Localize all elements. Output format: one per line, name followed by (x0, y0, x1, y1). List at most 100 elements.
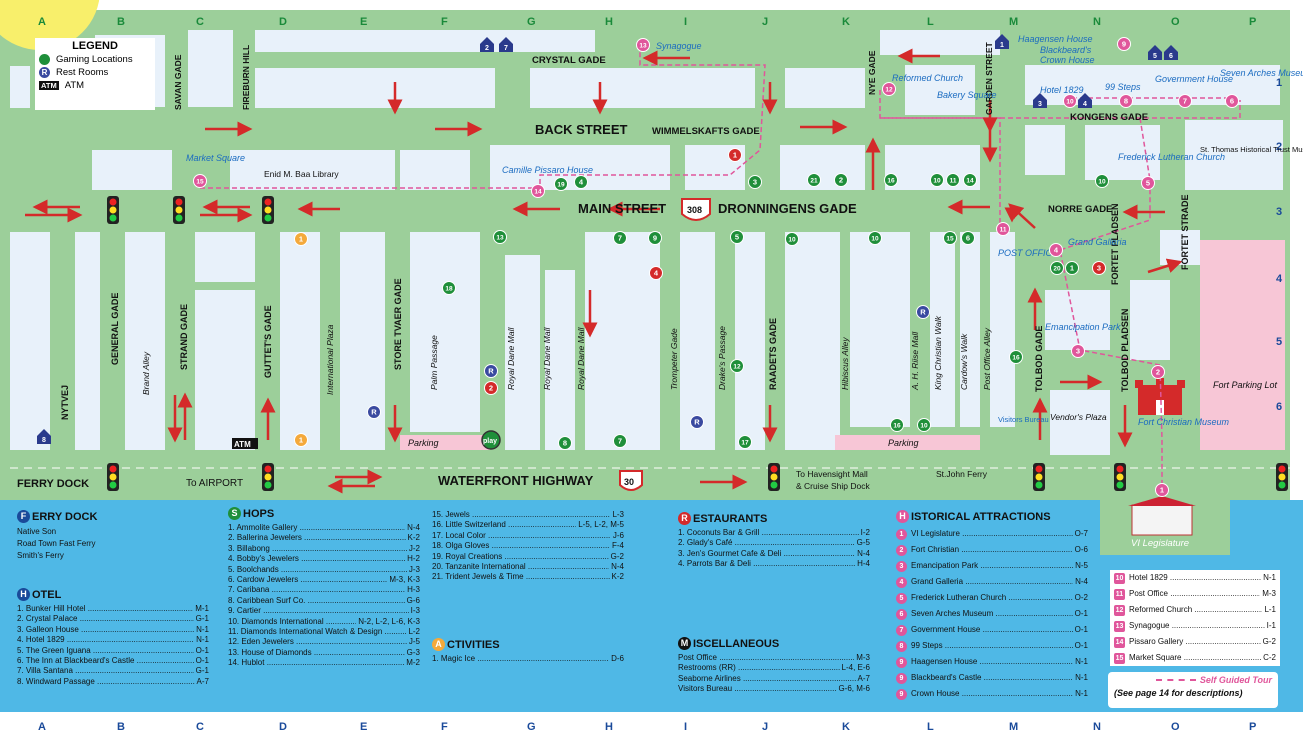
index-row: 6. Cardow JewelersM-3, K-3 (228, 575, 420, 586)
historical-row: 13SynagogueI-1 (1110, 618, 1280, 634)
brand-alley-label: Brand Alley (141, 351, 151, 395)
index-entry-grid: A-7 (855, 673, 870, 685)
shop-marker: 14 (963, 173, 977, 187)
tour-stop-marker: 4 (1049, 243, 1063, 257)
st-thomas-trust-label: St. Thomas Historical Trust Museum (1200, 145, 1303, 154)
svg-text:30: 30 (624, 477, 634, 487)
grid-column-C: C (196, 16, 204, 28)
grid-column-bottom-M: M (1009, 721, 1018, 733)
marker-number: 4 (654, 269, 659, 278)
landmark-labels: Market Square Camille Pissaro House Syna… (186, 34, 1303, 549)
activity-marker: 1 (294, 433, 308, 447)
grid-column-bottom-H: H (605, 721, 613, 733)
general-gade-label: GENERAL GADE (110, 293, 120, 365)
index-entry-grid: J-2 (406, 543, 420, 555)
post-office-label: POST OFFICE (998, 248, 1059, 258)
shop-marker: 1 (1065, 261, 1079, 275)
pissarro-house-label: Camille Pissaro House (502, 165, 593, 175)
index-entry-name: 10. Diamonds International (228, 617, 356, 627)
tour-stop-marker: 9 (1117, 37, 1131, 51)
index-entry-name: 3. Galleon House (17, 625, 194, 635)
index-row: 8. Caribbean Surf Co.G-6 (228, 595, 420, 607)
index-row: 6. The Inn at Blackbeard's CastleO-1 (17, 656, 209, 667)
index-row: 11. Diamonds International Watch & Desig… (228, 627, 420, 638)
marker-number: 5 (735, 233, 739, 242)
restaurant-marker: 1 (728, 148, 742, 162)
shop-marker: 17 (738, 435, 752, 449)
hotel-marker: 4 (1078, 93, 1092, 108)
99-steps-label: 99 Steps (1105, 82, 1141, 92)
emancipation-park-label: Emancipation Park (1045, 322, 1121, 332)
hotel-number: 1 (1000, 42, 1004, 49)
restaurant-marker: 3 (1092, 261, 1106, 275)
legend-title: LEGEND (72, 40, 118, 52)
index-entry-name: 3. Jen's Gourmet Cafe & Deli (678, 549, 855, 559)
tour-stop-pin: 7 (896, 625, 907, 636)
index-entry-name: Restrooms (RR) (678, 663, 840, 673)
index-row: 18. Olga GlovesF-4 (432, 541, 624, 552)
index-row: 1. Magic IceD-6 (432, 654, 624, 665)
tolbod-gade-label: TOLBOD GADE (1034, 326, 1044, 392)
grid-column-bottom-P: P (1249, 721, 1256, 733)
hotel-marker: 3 (1033, 93, 1047, 108)
index-row: 7. CaribanaH-3 (228, 585, 420, 596)
marker-number: 1 (1070, 264, 1074, 273)
marker-number: 2 (1156, 368, 1160, 377)
grid-row-6: 6 (1276, 401, 1282, 413)
index-row: 20. Tanzanite InternationalN-4 (432, 562, 624, 573)
index-entry-name: 18. Olga Gloves (432, 541, 610, 551)
index-entry-name: 8. Caribbean Surf Co. (228, 596, 405, 606)
index-entry-name: 1. Bunker Hill Hotel (17, 604, 193, 614)
marker-number: 12 (733, 364, 741, 371)
restaurant-marker: 4 (649, 266, 663, 280)
tour-stop-marker: 1 (1155, 483, 1169, 497)
marker-number: 10 (1066, 99, 1074, 106)
ferry-item: Road Town Fast Ferry (17, 539, 96, 548)
grid-column-bottom-E: E (360, 721, 367, 733)
grid-column-F: F (441, 16, 448, 28)
index-row: 2. Ballerina JewelersK-2 (228, 533, 420, 544)
parking-areas (400, 240, 1285, 450)
index-row: 2. Glady's CaféG-5 (678, 538, 870, 549)
hotel-number: 4 (1083, 101, 1087, 108)
index-entry-name: 8. Windward Passage (17, 677, 195, 687)
shop-marker: 3 (748, 175, 762, 189)
index-entry-name: Seaborne Airlines (678, 674, 856, 684)
shop-marker: 10 (917, 418, 931, 432)
frederick-church-label: Frederick Lutheran Church (1118, 152, 1225, 162)
shop-marker: 19 (554, 177, 568, 191)
marker-number: 6 (1230, 97, 1234, 106)
royal-dane-mall-label-1: Royal Dane Mall (506, 327, 516, 390)
post-office-alley-label: Post Office Alley (982, 327, 992, 390)
ferry-dock-label: FERRY DOCK (17, 478, 89, 490)
shop-marker: 7 (613, 434, 627, 448)
index-entry-name: Post Office (678, 653, 854, 663)
index-row: 15. JewelsL-3 (432, 510, 624, 521)
index-row: Visitors BureauG-6, M-6 (678, 684, 870, 695)
shop-marker: 13 (493, 230, 507, 244)
marker-number: 2 (489, 384, 493, 393)
fort-christian-icon (1135, 378, 1185, 415)
index-row: Seaborne AirlinesA-7 (678, 673, 870, 685)
drakes-passage-label: Drake's Passage (717, 326, 727, 390)
index-entry-name: 20. Tanzanite International (432, 562, 609, 572)
nye-gade-label: NYE GADE (867, 50, 877, 95)
grid-column-bottom-F: F (441, 721, 448, 733)
marker-number: 7 (618, 234, 622, 243)
fireburn-hill-label: FIREBURN HILL (241, 45, 251, 110)
tour-stop-pin: 2 (896, 545, 907, 556)
hotel-number: 6 (1169, 53, 1173, 60)
marker-number: 11 (1000, 227, 1007, 234)
hotel-heading: OTEL (32, 588, 62, 601)
norre-gade-label: NORRE GADE (1048, 204, 1112, 215)
tour-stop-marker: 6 (1225, 94, 1239, 108)
